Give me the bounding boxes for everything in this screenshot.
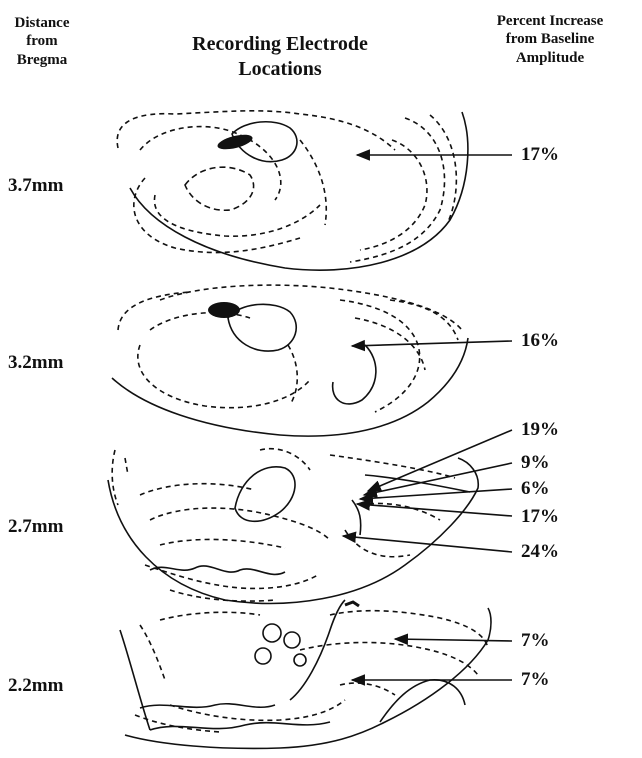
percent-label-2-7mm-2: 9% <box>521 452 550 474</box>
arrow-17pct-2-7mm <box>357 504 512 516</box>
percent-label-2-2mm-2: 7% <box>521 669 550 691</box>
header-percent-line-2: from Baseline <box>460 30 640 48</box>
header-percent-line-1: Percent Increase <box>460 12 640 30</box>
percent-label-2-2mm-1: 7% <box>521 630 550 652</box>
distance-label-3-7mm: 3.7mm <box>8 175 63 197</box>
percent-label-2-7mm-4: 17% <box>521 506 559 528</box>
arrow-16pct-3-2mm <box>352 341 512 346</box>
section-2-2mm-outline <box>120 600 491 748</box>
electrode-lesion-3-7mm <box>216 132 254 152</box>
arrow-19pct-2-7mm <box>368 430 512 491</box>
header-distance-from-bregma: Distance from Bregma <box>0 14 84 69</box>
distance-label-2-2mm: 2.2mm <box>8 675 63 697</box>
percent-label-3-2mm: 16% <box>521 330 559 352</box>
section-2-7mm-outline <box>108 449 478 604</box>
percent-label-2-7mm-1: 19% <box>521 419 559 441</box>
header-recording-line-1: Recording Electrode <box>150 32 410 57</box>
arrow-7pct-a-2-2mm <box>395 639 512 641</box>
header-distance-line-2: from <box>0 32 84 50</box>
distance-label-3-2mm: 3.2mm <box>8 352 63 374</box>
section-3-2mm-outline <box>112 285 468 436</box>
percent-label-2-7mm-5: 24% <box>521 541 559 563</box>
distance-label-2-7mm: 2.7mm <box>8 516 63 538</box>
electrode-arrows <box>343 155 512 680</box>
header-recording-line-2: Locations <box>150 57 410 82</box>
header-distance-line-3: Bregma <box>0 51 84 69</box>
header-percent-increase: Percent Increase from Baseline Amplitude <box>460 12 640 67</box>
header-distance-line-1: Distance <box>0 14 84 32</box>
section-3-7mm-outline <box>117 111 468 270</box>
arrow-24pct-2-7mm <box>343 536 512 552</box>
header-percent-line-3: Amplitude <box>460 49 640 67</box>
electrode-lesion-3-2mm <box>208 302 240 318</box>
percent-label-3-7mm: 17% <box>521 144 559 166</box>
header-recording-electrode-locations: Recording Electrode Locations <box>150 32 410 82</box>
percent-label-2-7mm-3: 6% <box>521 478 550 500</box>
